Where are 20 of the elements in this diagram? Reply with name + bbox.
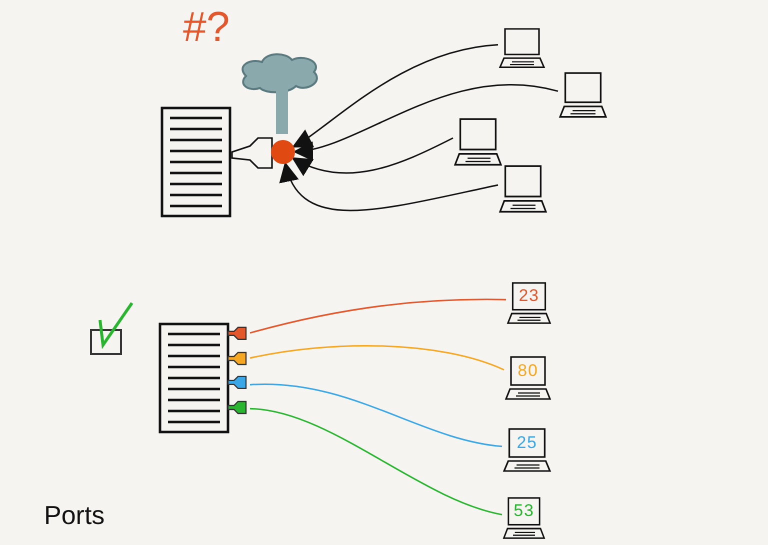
arrow <box>293 84 558 160</box>
laptop-drawing <box>453 118 503 168</box>
laptop-drawing <box>502 428 552 474</box>
port-number: 80 <box>516 360 540 382</box>
hash-question-label: #? <box>183 6 230 48</box>
port-number: 23 <box>518 285 540 308</box>
laptop-drawing <box>498 28 546 70</box>
port-number: 25 <box>516 432 538 454</box>
cable-line <box>250 408 502 516</box>
laptop-drawing <box>502 497 546 541</box>
arrow <box>292 44 498 148</box>
laptop-drawing <box>504 356 552 402</box>
laptop-drawing <box>558 72 608 120</box>
arrow <box>281 162 498 212</box>
title-label: Ports <box>44 502 105 528</box>
arrow <box>291 137 454 176</box>
laptop-drawing <box>498 165 548 215</box>
laptop-drawing <box>506 282 552 326</box>
server-drawing <box>160 106 232 218</box>
port-number: 53 <box>512 500 536 522</box>
